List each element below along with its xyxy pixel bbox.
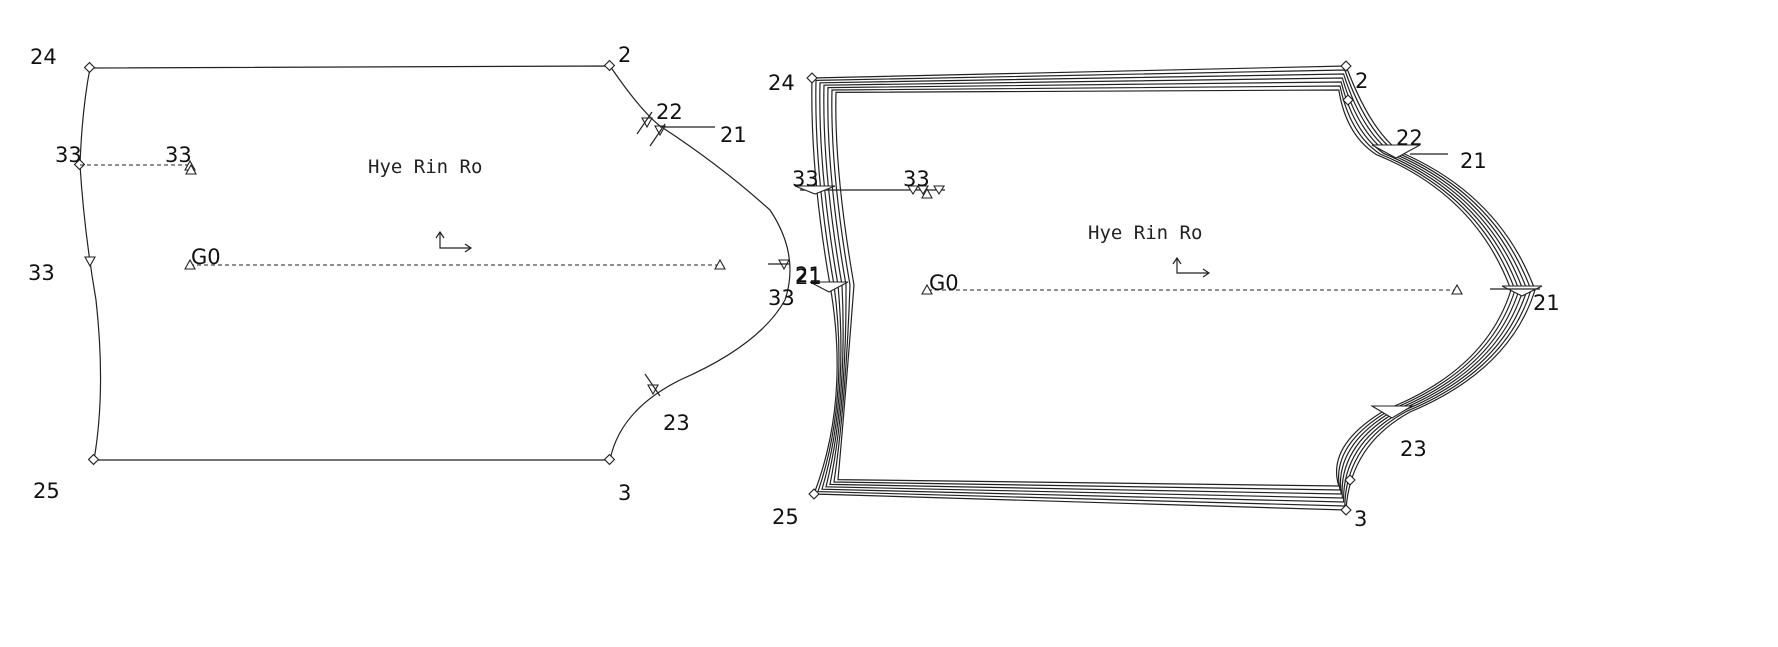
- right-label-3: 3: [1354, 507, 1367, 531]
- right-label-33-left: 33: [792, 167, 819, 191]
- right-label-21-right: 21: [1533, 291, 1560, 315]
- left-label-25: 25: [33, 479, 60, 503]
- left-label-3: 3: [618, 481, 631, 505]
- right-markers: [794, 144, 1543, 419]
- left-piece-outline[interactable]: [79, 65, 791, 461]
- right-corner-point-5: [1342, 94, 1354, 106]
- left-label-33-right: 33: [768, 286, 795, 310]
- right-label-33-inner: 33: [903, 167, 930, 191]
- right-pattern-name: Hye Rin Ro: [1088, 222, 1202, 244]
- left-corner-points: [73, 59, 616, 466]
- right-corner-point-4: [808, 488, 820, 500]
- right-corner-point-6: [1344, 474, 1356, 486]
- right-label-23: 23: [1400, 437, 1427, 461]
- right-corner-point-3: [1340, 504, 1352, 516]
- right-label-24: 24: [768, 71, 795, 95]
- right-corner-point-1: [806, 72, 818, 84]
- right-label-22: 22: [1396, 126, 1423, 150]
- left-pattern-piece[interactable]: Hye Rin Ro G0 24 2 22 21 33 33 33 33 21 …: [28, 43, 822, 505]
- left-label-24: 24: [30, 45, 57, 69]
- right-corner-point-2: [1340, 60, 1352, 72]
- left-label-22: 22: [656, 100, 683, 124]
- left-grain-label: G0: [191, 245, 221, 269]
- right-label-25: 25: [772, 505, 799, 529]
- left-markers: [84, 111, 790, 397]
- right-label-21-left: 21: [795, 265, 822, 289]
- right-grain-label: G0: [929, 271, 959, 295]
- left-grain-arrow-icon: [435, 230, 473, 253]
- left-label-33-side: 33: [28, 261, 55, 285]
- right-grain-arrow-icon: [1172, 256, 1211, 278]
- left-label-21: 21: [720, 123, 747, 147]
- left-label-2: 2: [618, 43, 631, 67]
- right-label-2: 2: [1355, 69, 1368, 93]
- right-pattern-piece-graded[interactable]: Hye Rin Ro G0 24 2 22 21 33 33 21 21 23 …: [768, 60, 1560, 531]
- right-label-21: 21: [1460, 149, 1487, 173]
- left-pattern-name: Hye Rin Ro: [368, 156, 482, 178]
- left-label-33-top: 33: [55, 143, 82, 167]
- left-label-23: 23: [663, 411, 690, 435]
- left-label-33-inner: 33: [165, 143, 192, 167]
